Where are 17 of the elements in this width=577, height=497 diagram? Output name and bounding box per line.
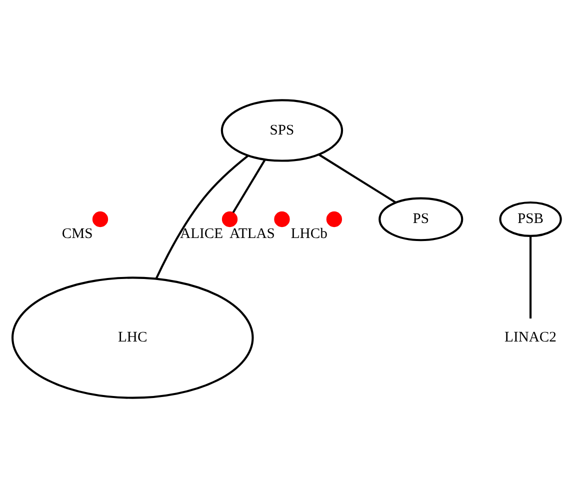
connector [232,158,266,213]
node-label: ALICE [180,226,224,242]
node-ellipse: PSB [499,200,562,237]
node-label: LHCb [290,226,328,242]
node-ellipse: LHC [11,276,254,398]
connector [318,153,396,203]
node-circle [92,210,108,227]
node-label: ATLAS [229,226,275,242]
node-ellipse: SPS [220,98,344,162]
connector [155,154,249,279]
node-circle [222,210,238,227]
node-ellipse: PS [378,196,464,241]
connector [529,236,532,318]
node-text: LINAC2 [504,329,557,346]
node-circle [326,210,342,227]
node-circle [274,210,290,227]
node-label: CMS [62,226,93,242]
